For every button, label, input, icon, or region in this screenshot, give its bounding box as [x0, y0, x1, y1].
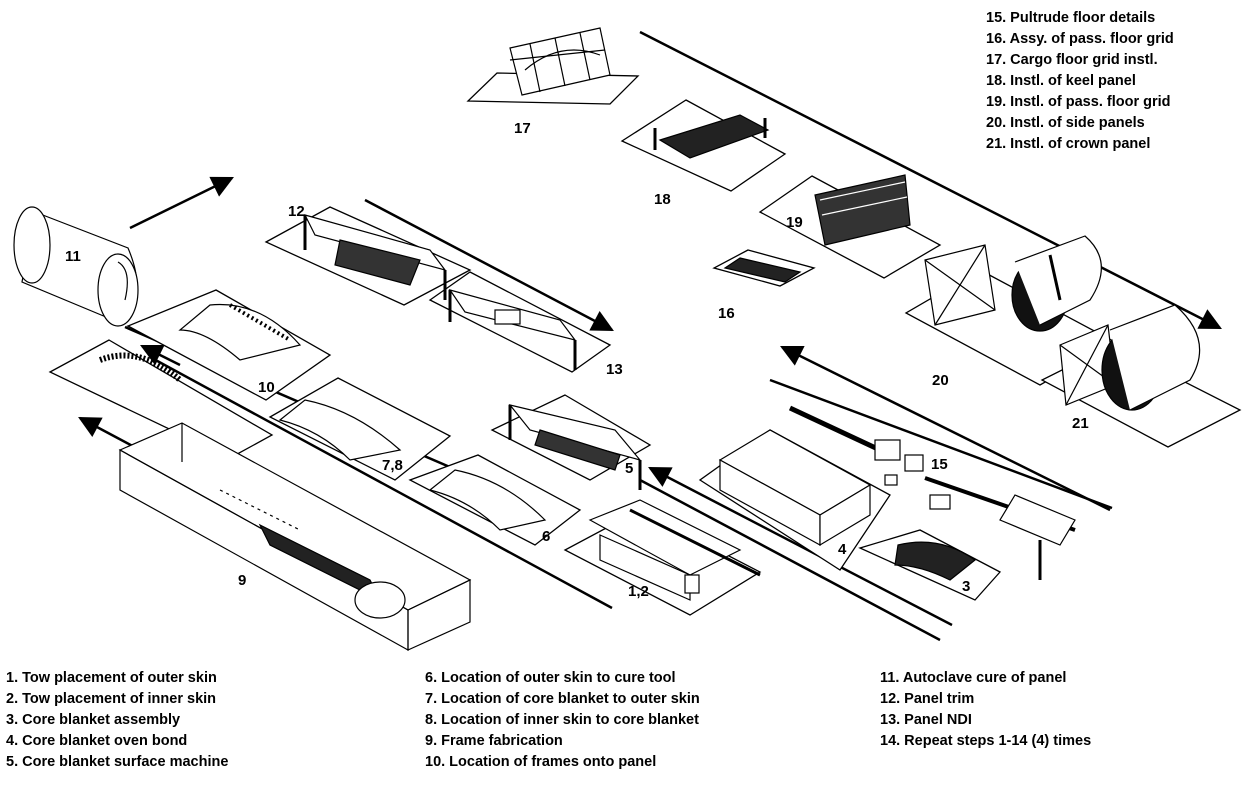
label-4: 4	[838, 541, 847, 558]
station-11-autoclave	[14, 207, 138, 326]
legend-item-18: 18. Instl. of keel panel	[986, 71, 1174, 92]
label-1-2: 1,2	[628, 583, 649, 600]
legend-item-6: 6. Location of outer skin to cure tool	[425, 668, 700, 689]
legend-item-10: 10. Location of frames onto panel	[425, 752, 700, 773]
label-12: 12	[288, 203, 305, 220]
legend-item-2: 2. Tow placement of inner skin	[6, 689, 228, 710]
legend-item-13: 13. Panel NDI	[880, 710, 1091, 731]
label-13: 13	[606, 361, 623, 378]
legend-item-21: 21. Instl. of crown panel	[986, 134, 1174, 155]
label-15: 15	[931, 456, 948, 473]
flow-line-to-autoclave	[130, 178, 232, 228]
legend-item-14: 14. Repeat steps 1-14 (4) times	[880, 731, 1091, 752]
legend-col-2: 6. Location of outer skin to cure tool 7…	[425, 668, 700, 773]
label-20: 20	[932, 372, 949, 389]
legend-col-3: 11. Autoclave cure of panel 12. Panel tr…	[880, 668, 1091, 752]
legend-item-11: 11. Autoclave cure of panel	[880, 668, 1091, 689]
label-18: 18	[654, 191, 671, 208]
legend-item-9: 9. Frame fabrication	[425, 731, 700, 752]
legend-item-16: 16. Assy. of pass. floor grid	[986, 29, 1174, 50]
label-11: 11	[65, 248, 81, 265]
legend-item-17: 17. Cargo floor grid instl.	[986, 50, 1174, 71]
label-19: 19	[786, 214, 803, 231]
legend-item-4: 4. Core blanket oven bond	[6, 731, 228, 752]
legend-item-19: 19. Instl. of pass. floor grid	[986, 92, 1174, 113]
label-9: 9	[238, 572, 246, 589]
label-7-8: 7,8	[382, 457, 403, 474]
label-16: 16	[718, 305, 735, 322]
legend-item-8: 8. Location of inner skin to core blanke…	[425, 710, 700, 731]
label-6: 6	[542, 528, 550, 545]
legend-item-7: 7. Location of core blanket to outer ski…	[425, 689, 700, 710]
legend-top-right: 15. Pultrude floor details 16. Assy. of …	[986, 8, 1174, 155]
label-3: 3	[962, 578, 970, 595]
station-4-oven	[720, 430, 870, 545]
legend-item-1: 1. Tow placement of outer skin	[6, 668, 228, 689]
legend-item-5: 5. Core blanket surface machine	[6, 752, 228, 773]
legend-item-15: 15. Pultrude floor details	[986, 8, 1174, 29]
label-21: 21	[1072, 415, 1089, 432]
label-5: 5	[625, 460, 633, 477]
legend-item-20: 20. Instl. of side panels	[986, 113, 1174, 134]
legend-col-1: 1. Tow placement of outer skin 2. Tow pl…	[6, 668, 228, 773]
label-10: 10	[258, 379, 275, 396]
legend-item-12: 12. Panel trim	[880, 689, 1091, 710]
legend-item-3: 3. Core blanket assembly	[6, 710, 228, 731]
label-17: 17	[514, 120, 531, 137]
